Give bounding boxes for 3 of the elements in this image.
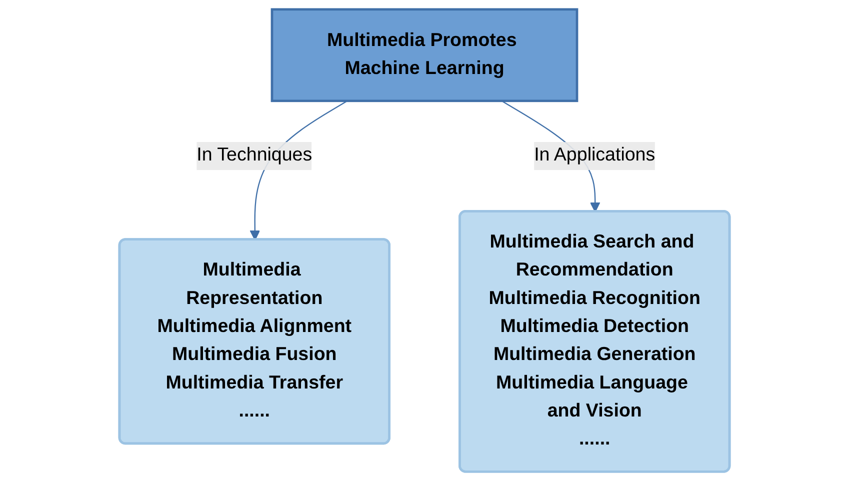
node-box: Multimedia Promotes Machine Learning [270,8,578,102]
edge-label: In Techniques [196,145,312,166]
edge-label: In Applications [534,145,656,166]
